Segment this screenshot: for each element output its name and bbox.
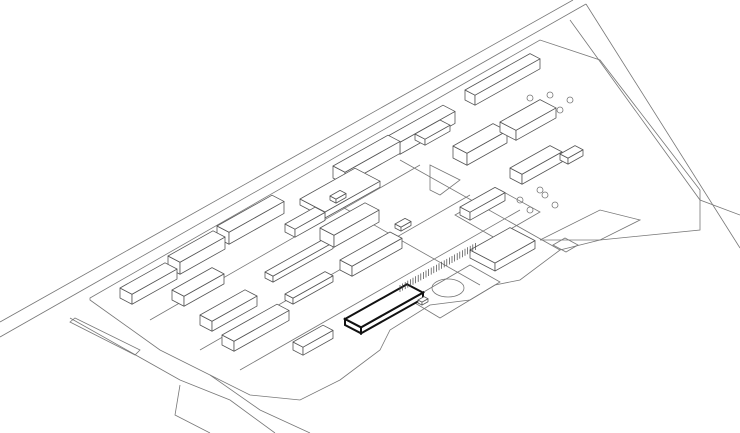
highlighted-building xyxy=(342,283,426,336)
site-east-boundary xyxy=(569,19,740,216)
building xyxy=(319,202,380,248)
building-roof xyxy=(284,206,326,230)
tree xyxy=(516,196,524,204)
building xyxy=(292,324,334,356)
building-roof xyxy=(509,145,563,175)
small-pavilion xyxy=(552,237,579,253)
building-roof xyxy=(414,119,451,140)
building xyxy=(339,231,403,277)
sports-field xyxy=(409,264,501,319)
building-roof xyxy=(284,271,334,299)
colonnade xyxy=(399,242,476,292)
kiosk xyxy=(417,296,429,306)
building-roof xyxy=(499,99,557,131)
tree xyxy=(546,91,554,99)
lower-road xyxy=(69,317,276,433)
building-roof xyxy=(319,202,380,236)
site-east-boundary xyxy=(585,3,740,249)
building-roof xyxy=(394,217,412,228)
building-roof xyxy=(119,262,178,295)
sports-field-circle xyxy=(431,278,465,298)
tree xyxy=(536,186,544,194)
building-roof xyxy=(199,289,258,322)
building xyxy=(414,119,451,146)
site-inner-boundary xyxy=(89,39,701,401)
building xyxy=(459,186,506,221)
building-roof xyxy=(469,227,536,264)
building-roof xyxy=(417,296,429,303)
building xyxy=(264,237,334,283)
tree xyxy=(556,106,564,114)
building xyxy=(199,289,258,332)
building xyxy=(499,99,557,141)
building-roof xyxy=(264,237,334,277)
building-roof xyxy=(559,145,584,159)
internal-road xyxy=(429,164,642,241)
building xyxy=(284,271,334,305)
tree xyxy=(551,201,559,209)
tree xyxy=(526,94,534,102)
tree xyxy=(541,191,549,199)
side-path xyxy=(69,317,141,356)
main-road-edge xyxy=(0,0,574,323)
building xyxy=(394,217,412,232)
internal-road xyxy=(149,159,561,371)
building-roof xyxy=(221,303,290,342)
building xyxy=(221,303,290,352)
building xyxy=(509,145,563,185)
tree xyxy=(526,206,534,214)
auditorium-building xyxy=(469,227,536,272)
building xyxy=(119,262,178,305)
building xyxy=(329,189,347,204)
buildings xyxy=(119,53,584,356)
building xyxy=(464,53,541,106)
building-roof xyxy=(332,134,401,173)
lower-field xyxy=(209,374,311,433)
building-roof xyxy=(464,53,541,96)
building-roof xyxy=(339,231,403,267)
lower-road xyxy=(174,384,211,433)
building xyxy=(171,267,225,307)
building xyxy=(559,145,584,165)
building-roof xyxy=(329,189,347,200)
building-roof xyxy=(171,267,225,297)
building xyxy=(452,123,508,166)
building xyxy=(216,194,285,245)
building-roof xyxy=(216,194,285,233)
building-roof xyxy=(342,283,426,329)
building-roof xyxy=(167,230,226,263)
building-roof xyxy=(292,324,334,348)
main-road-edge xyxy=(0,3,587,338)
building-roof xyxy=(459,186,506,213)
building xyxy=(284,206,326,238)
tree xyxy=(566,96,574,104)
